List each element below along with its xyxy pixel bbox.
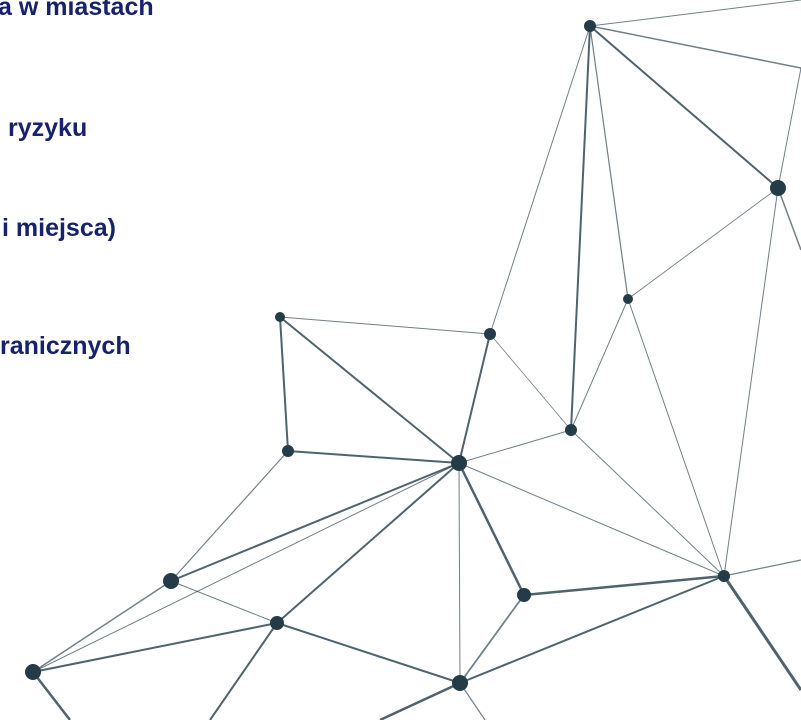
network-edge <box>589 25 801 69</box>
network-edge <box>170 450 289 582</box>
network-node <box>517 588 531 602</box>
network-node <box>565 424 577 436</box>
network-edge <box>379 681 461 720</box>
network-edge <box>723 559 801 577</box>
network-edge <box>287 450 460 464</box>
network-edge <box>777 67 801 189</box>
network-edge <box>279 316 460 464</box>
bullet-text-3: i miejsca) <box>2 214 116 242</box>
bullet-text-2: ryzyku <box>8 114 88 142</box>
network-edge <box>589 25 779 189</box>
network-edge <box>570 25 591 431</box>
network-edge <box>279 316 491 335</box>
network-edge <box>276 462 460 624</box>
network-node <box>25 664 41 680</box>
network-edge <box>489 333 572 431</box>
network-edge <box>570 298 629 431</box>
network-edge <box>458 333 491 464</box>
network-edge <box>458 462 461 684</box>
network-edge <box>279 316 289 452</box>
network-edge <box>459 594 525 684</box>
network-edge <box>570 429 725 577</box>
network-node <box>275 312 285 322</box>
network-edge <box>209 622 278 720</box>
network-edge <box>458 462 725 577</box>
network-node <box>584 20 596 32</box>
network-edge <box>170 580 278 624</box>
bullet-text-4: ranicznych <box>0 332 131 360</box>
network-edge <box>32 580 172 673</box>
bullet-text-1: a w miastach <box>0 0 154 21</box>
network-edge <box>32 462 460 673</box>
network-edge <box>589 0 801 27</box>
network-node <box>163 573 179 589</box>
network-node <box>282 445 294 457</box>
network-edge <box>459 575 725 684</box>
network-edge <box>170 462 460 582</box>
network-node <box>270 616 284 630</box>
network-edge <box>523 574 725 597</box>
network-edge <box>457 462 526 596</box>
network-edge <box>722 575 801 691</box>
network-edge <box>627 187 779 300</box>
network-edge <box>276 622 461 684</box>
network-node <box>770 180 786 196</box>
network-edge <box>777 187 801 251</box>
network-edge <box>458 429 572 464</box>
network-edge <box>589 25 629 300</box>
network-edge <box>723 187 779 577</box>
network-node <box>451 455 467 471</box>
network-node <box>452 675 468 691</box>
network-edge <box>32 622 278 673</box>
network-node <box>623 294 633 304</box>
network-edge <box>627 298 725 577</box>
network-edge <box>489 25 591 335</box>
network-edge <box>32 671 71 720</box>
network-node <box>484 328 496 340</box>
network-node <box>718 570 730 582</box>
